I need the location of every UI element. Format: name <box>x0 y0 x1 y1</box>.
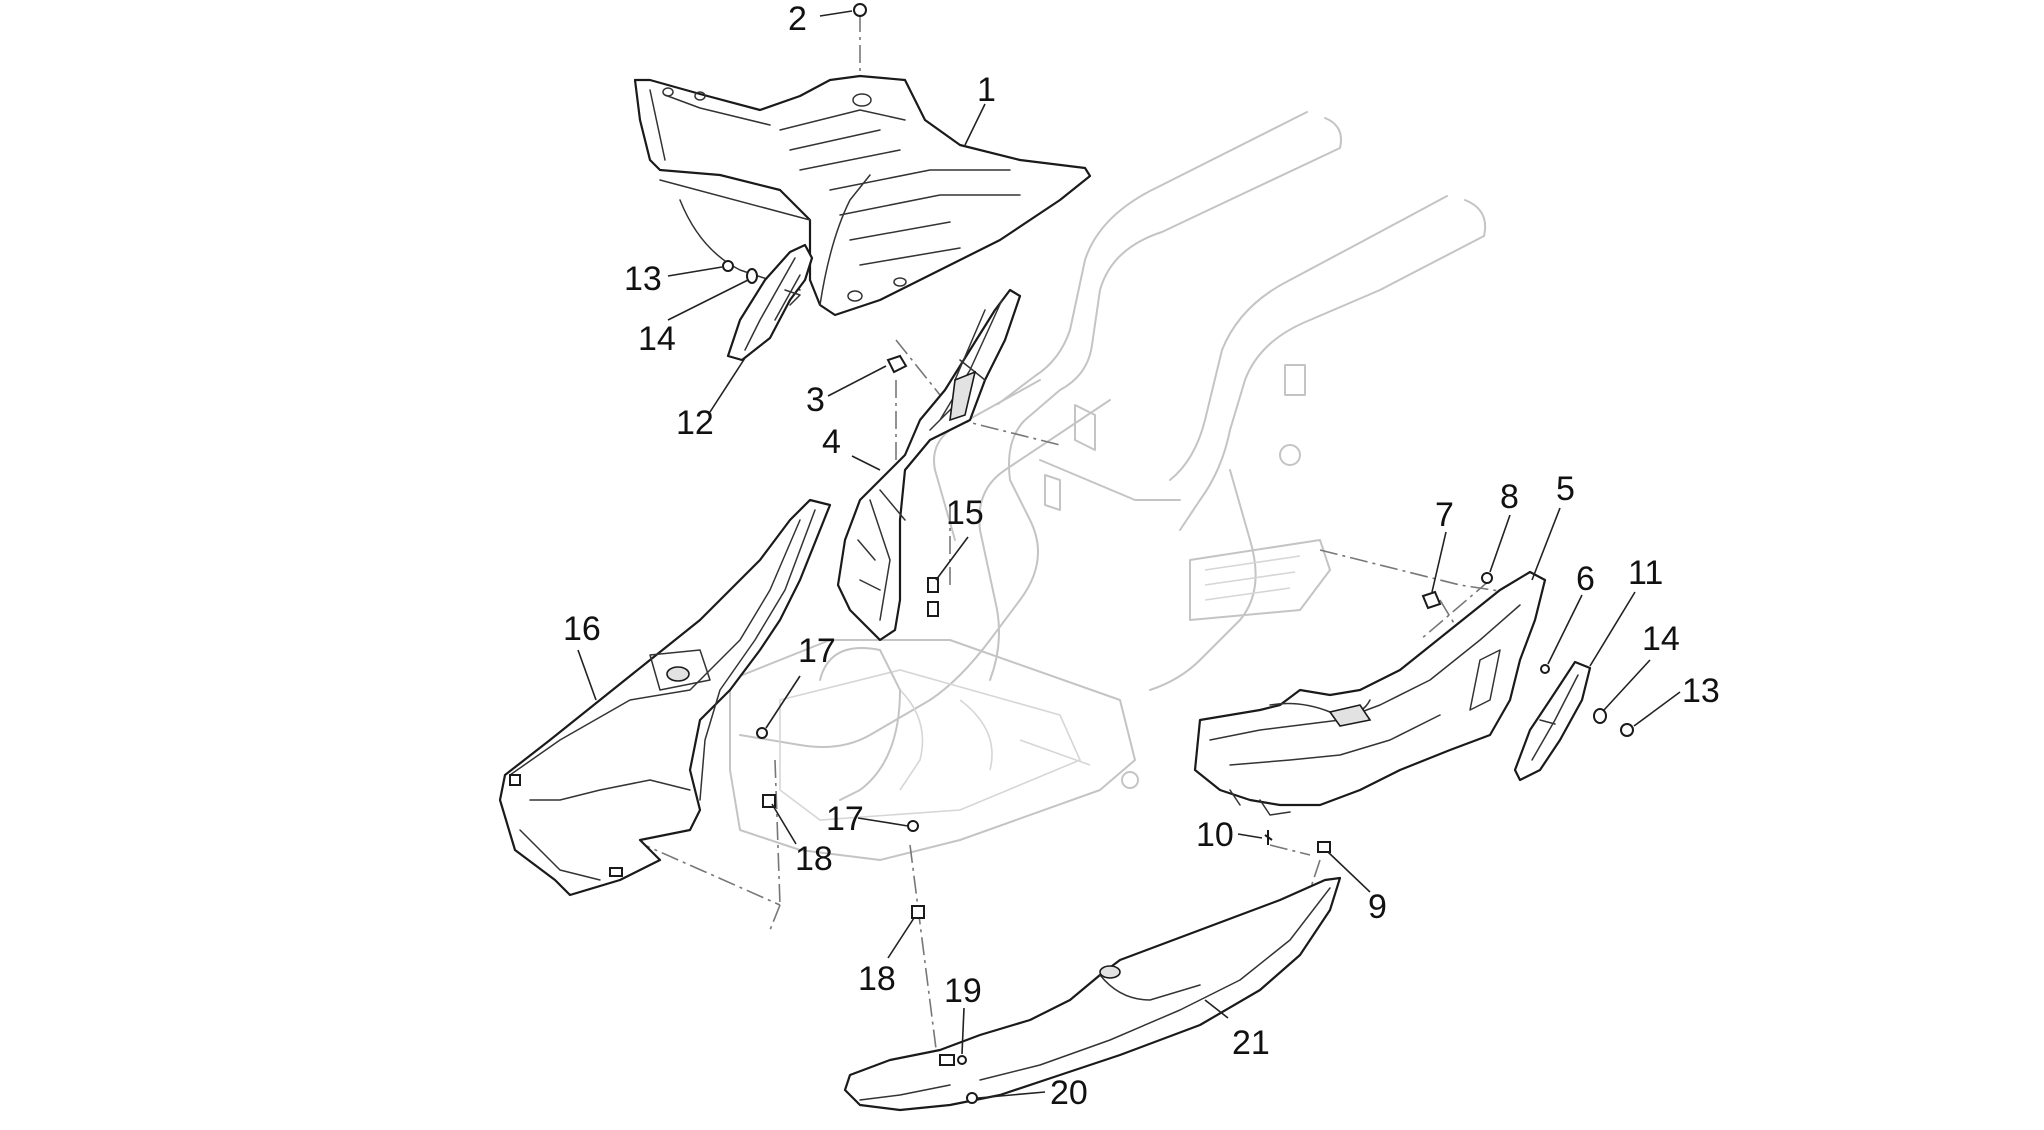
callout-2: 2 <box>788 0 807 38</box>
callout-1: 1 <box>977 71 996 109</box>
callout-11: 11 <box>1628 554 1663 592</box>
callout-13b: 13 <box>1682 672 1720 710</box>
callout-4: 4 <box>822 423 841 461</box>
callout-5: 5 <box>1556 470 1575 508</box>
callout-15: 15 <box>946 494 984 532</box>
callout-19: 19 <box>944 972 982 1010</box>
callout-3: 3 <box>806 381 825 419</box>
callout-14: 14 <box>638 320 676 358</box>
part-16-left-side-panel <box>498 498 832 897</box>
leader-lines <box>577 10 1681 1099</box>
callout-16: 16 <box>563 610 601 648</box>
part-5-right-side-panel <box>1193 570 1547 816</box>
part-21-lower-skirt <box>843 876 1342 1112</box>
callout-7: 7 <box>1435 496 1454 534</box>
part-12-side-trim-left <box>726 243 814 362</box>
hardware <box>722 3 1634 1104</box>
callout-9: 9 <box>1368 888 1387 926</box>
callout-17: 17 <box>798 632 836 670</box>
callout-18b: 18 <box>858 960 896 998</box>
callout-8: 8 <box>1500 478 1519 516</box>
callout-21: 21 <box>1232 1024 1270 1062</box>
callout-12: 12 <box>676 404 714 442</box>
callout-14b: 14 <box>1642 620 1680 658</box>
callout-20: 20 <box>1050 1074 1088 1112</box>
callout-labels: 2 1 13 14 12 3 4 15 16 17 17 18 18 19 20… <box>563 0 1720 1112</box>
part-4-inner-cover <box>836 288 1022 642</box>
part-11-side-trim-right <box>1513 660 1592 782</box>
part-1-footrest <box>633 74 1092 317</box>
callout-18: 18 <box>795 840 833 878</box>
callout-13: 13 <box>624 260 662 298</box>
callout-17b: 17 <box>826 800 864 838</box>
callout-6: 6 <box>1576 560 1595 598</box>
callout-10: 10 <box>1196 816 1234 854</box>
